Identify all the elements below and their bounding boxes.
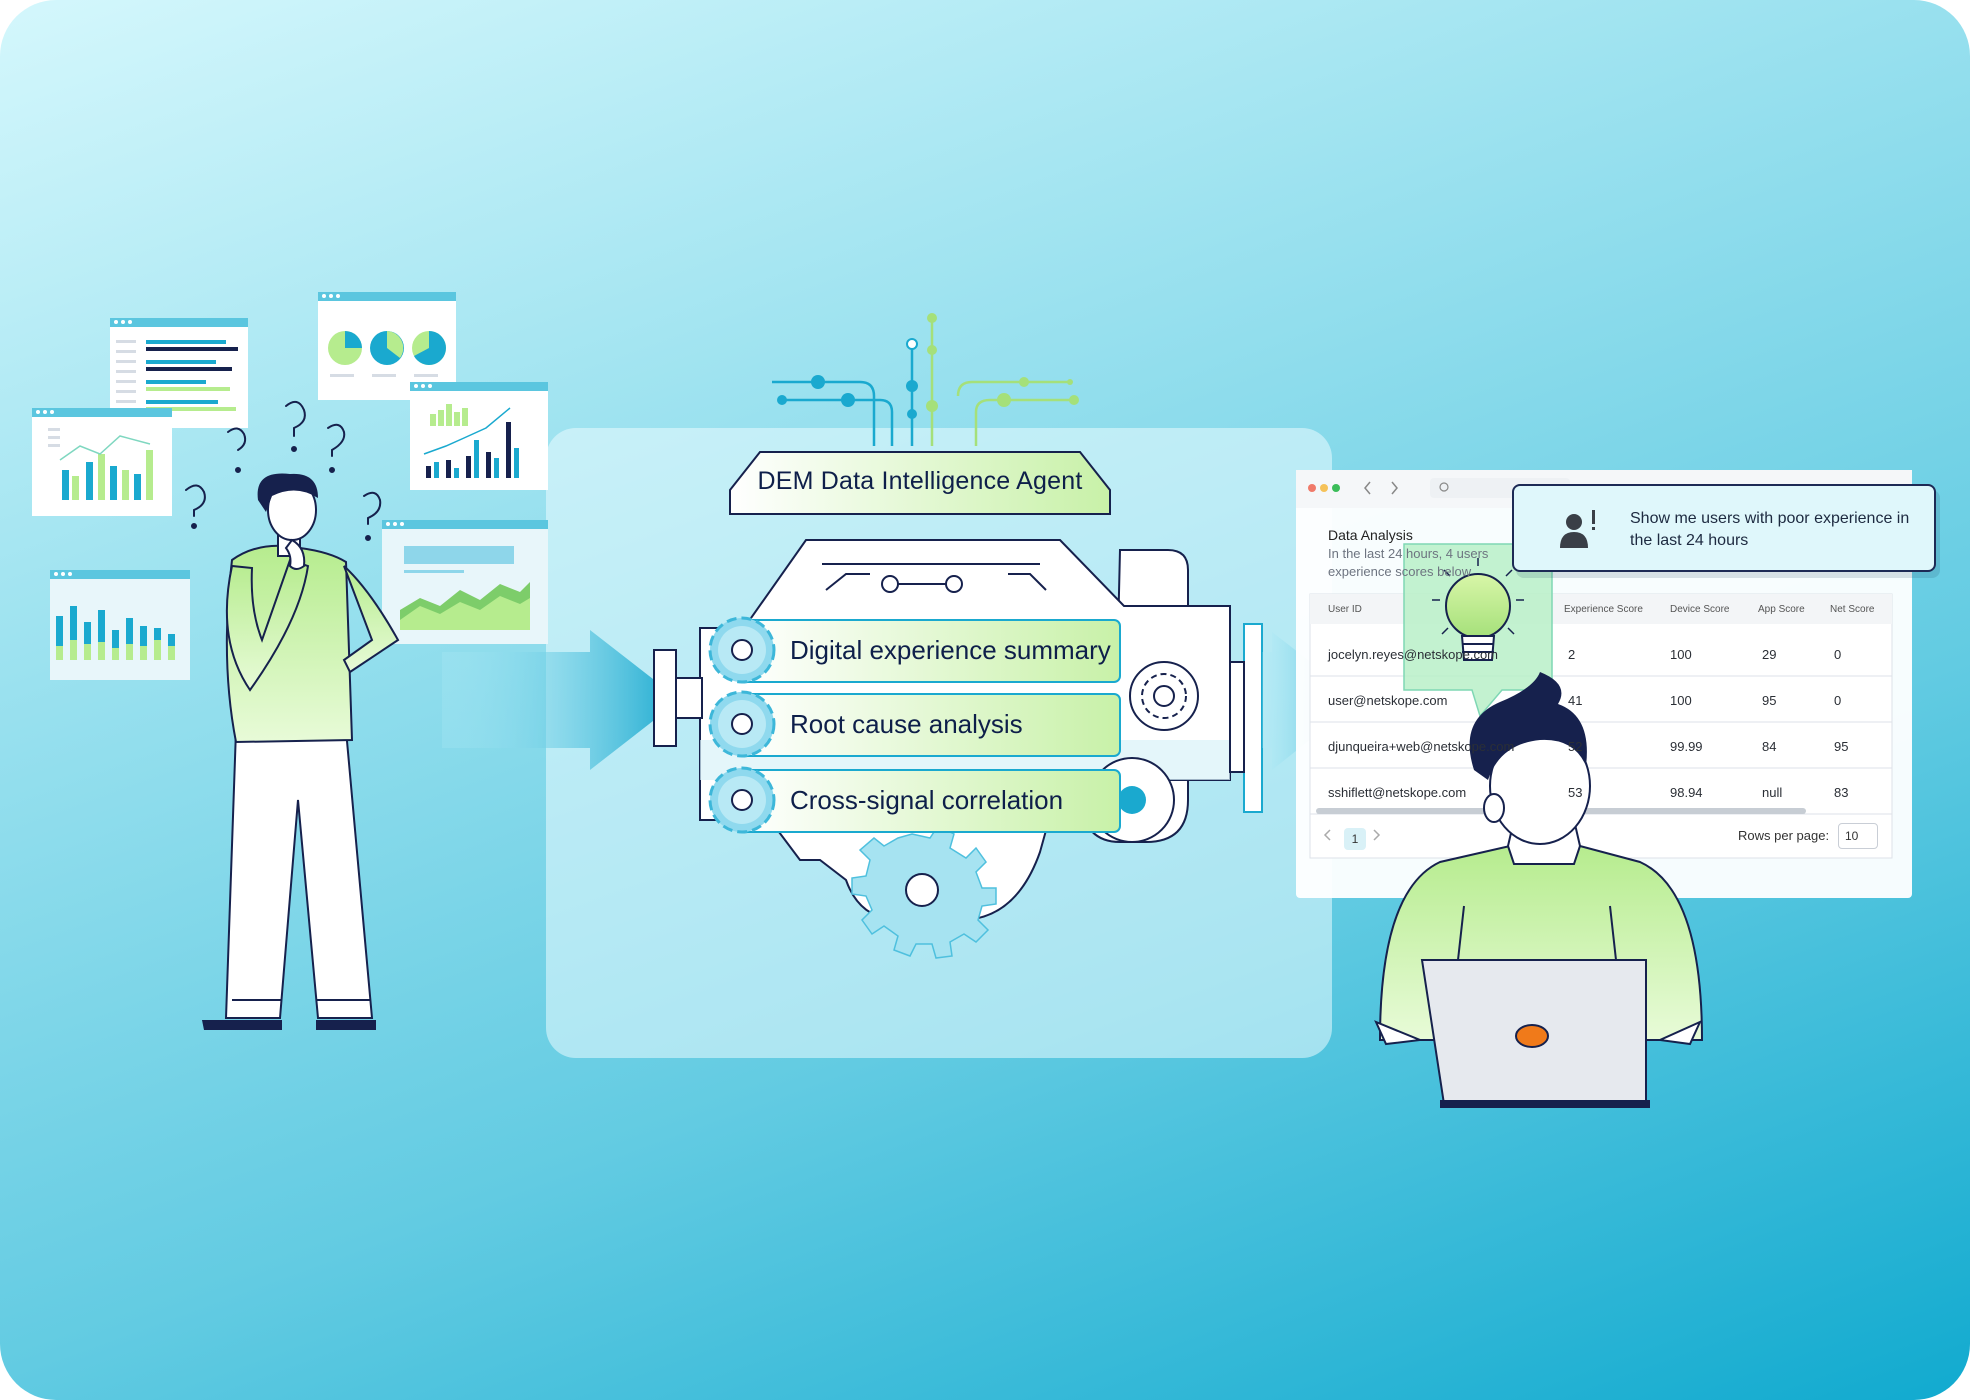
input-arrow [442, 630, 680, 770]
agent-title: DEM Data Intelligence Agent [757, 466, 1083, 495]
chart-window-6 [382, 520, 548, 644]
table-cell-exp: 52 [1568, 739, 1583, 754]
chart-window-3 [32, 408, 172, 516]
window-subtext: In the last 24 hours, 4 users experience… [1328, 546, 1489, 579]
table-cell-net: 83 [1834, 785, 1849, 800]
table-cell-net: 0 [1834, 693, 1842, 708]
table-cell-app: 84 [1762, 739, 1777, 754]
engine-body [653, 451, 1263, 959]
column-app-score: App Score [1758, 604, 1805, 615]
window-heading: Data Analysis [1328, 527, 1413, 543]
column-net-score: Net Score [1830, 604, 1875, 615]
table-cell-net: 0 [1834, 647, 1842, 662]
gear-icon [708, 766, 776, 834]
table-cell-exp: 2 [1568, 647, 1576, 662]
table-cell-device: 98.94 [1670, 785, 1703, 800]
table-cell-device: 100 [1670, 693, 1692, 708]
table-cell-app: 29 [1762, 647, 1777, 662]
gear-icon [708, 690, 776, 758]
chart-window-5 [50, 570, 190, 680]
table-cell-net: 95 [1834, 739, 1849, 754]
feature-summary: Digital experience summary [790, 634, 1111, 665]
user-alert-icon [1560, 510, 1595, 548]
feature-root-cause: Root cause analysis [790, 708, 1023, 739]
column-device-score: Device Score [1670, 604, 1730, 615]
gear-icon [708, 616, 776, 684]
column-experience-score: Experience Score [1564, 604, 1643, 615]
table-cell-user: jocelyn.reyes@netskope.com [1328, 647, 1498, 662]
table-cell-user: user@netskope.com [1328, 693, 1448, 708]
column-user-id: User ID [1328, 604, 1362, 615]
thinking-person [202, 473, 400, 1030]
pagination-page[interactable]: 1 [1344, 828, 1366, 850]
chart-window-4 [410, 382, 548, 490]
rows-per-page-select[interactable]: 10 [1838, 823, 1878, 849]
table-cell-device: 100 [1670, 647, 1692, 662]
table-cell-user: djunqueira+web@netskope.com [1328, 739, 1515, 754]
table-cell-app: null [1762, 785, 1783, 800]
circuit-lines [772, 344, 914, 446]
person-with-laptop [1374, 672, 1704, 1108]
query-text: Show me users with poor experience in th… [1630, 510, 1910, 549]
circuit-nodes [777, 375, 918, 419]
table-cell-user: sshiflett@netskope.com [1328, 785, 1467, 800]
table-cell-app: 95 [1762, 693, 1777, 708]
chart-window-2 [318, 292, 456, 400]
feature-correlation: Cross-signal correlation [790, 784, 1064, 815]
table-cell-exp: 53 [1568, 785, 1583, 800]
query-bubble: Show me users with poor experience in th… [1512, 484, 1936, 572]
question-marks [185, 400, 382, 541]
table-cell-device: 99.99 [1670, 739, 1703, 754]
table-cell-exp: 41 [1568, 693, 1583, 708]
rows-per-page-label: Rows per page: [1738, 828, 1830, 843]
